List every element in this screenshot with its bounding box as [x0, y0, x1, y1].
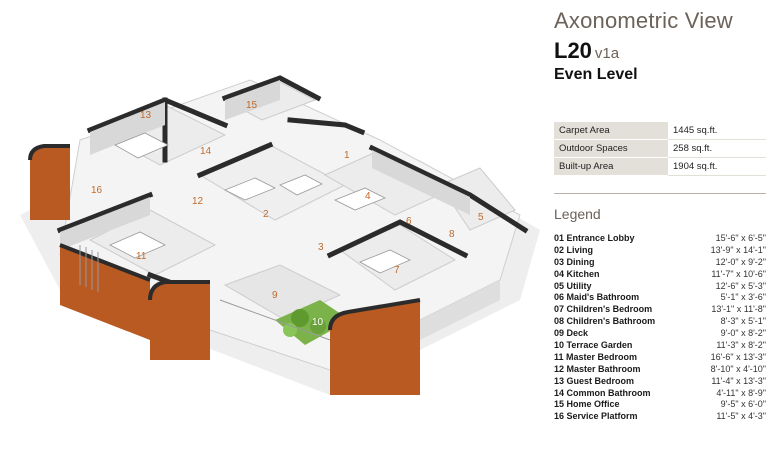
room-dimension: 13'-1" x 11'-8": [711, 304, 766, 315]
room-name: 05 Utility: [554, 280, 592, 291]
list-item: 03 Dining 12'-0" x 9'-2": [554, 257, 768, 269]
cladding: [28, 144, 421, 395]
slab-edge: [420, 280, 500, 340]
room-name: 04 Kitchen: [554, 268, 600, 279]
room-label-15: 15: [246, 100, 258, 111]
divider: [554, 193, 766, 194]
plant: [310, 318, 326, 334]
area-label: Built-up Area: [554, 157, 668, 176]
room-name: 16 Service Platform: [554, 411, 638, 422]
list-item: 04 Kitchen 11'-7" x 10'-6": [554, 269, 768, 281]
legend-title: Legend: [554, 206, 601, 222]
list-item: 13 Guest Bedroom 11'-4" x 13'-3": [554, 376, 768, 388]
room-dimension: 11'-7" x 10'-6": [711, 268, 766, 279]
room-dimension: 11'-3" x 8'-2": [716, 340, 766, 351]
room-label-7: 7: [394, 265, 400, 276]
unit-code: L20: [554, 38, 592, 63]
level-label: Even Level: [554, 66, 638, 83]
room-name: 14 Common Bathroom: [554, 387, 651, 398]
area-value: 258 sq.ft.: [668, 139, 766, 158]
list-item: 09 Deck 9'-0" x 8'-2": [554, 328, 768, 340]
wall-faces: [60, 80, 470, 250]
area-row: Built-up Area 1904 sq.ft.: [554, 157, 766, 176]
room-name: 08 Children's Bathroom: [554, 316, 656, 327]
room-name: 09 Deck: [554, 328, 589, 339]
list-item: 10 Terrace Garden 11'-3" x 8'-2": [554, 340, 768, 352]
list-item: 06 Maid's Bathroom 5'-1" x 3'-6": [554, 292, 768, 304]
list-item: 08 Children's Bathroom 8'-3" x 5'-1": [554, 316, 768, 328]
furniture: [109, 132, 411, 274]
room-label-9: 9: [272, 290, 278, 301]
area-label: Outdoor Spaces: [554, 139, 668, 158]
room-dimension: 16'-6" x 13'-3": [710, 351, 766, 362]
room-label-3: 3: [318, 242, 324, 253]
room-label-12: 12: [192, 196, 204, 207]
room-label-10: 10: [312, 317, 324, 328]
area-value: 1445 sq.ft.: [668, 122, 766, 140]
room-label-5: 5: [478, 212, 484, 223]
room-label-6: 6: [406, 216, 412, 227]
room-label-4: 4: [365, 191, 371, 202]
room-name: 10 Terrace Garden: [554, 340, 633, 351]
room-label-1: 1: [344, 150, 350, 161]
room-name: 12 Master Bathroom: [554, 363, 641, 374]
room-name: 01 Entrance Lobby: [554, 233, 635, 243]
room-dimension: 15'-6" x 6'-5": [715, 233, 766, 243]
room-dimension: 12'-0" x 9'-2": [715, 256, 766, 267]
room-name: 15 Home Office: [554, 399, 620, 410]
area-row: Carpet Area 1445 sq.ft.: [554, 122, 766, 140]
list-item: 07 Children's Bedroom 13'-1" x 11'-8": [554, 304, 768, 316]
room-labels: 1 2 3 4 5 6 7 8 9 10 11 12 13 14 15 16: [91, 100, 484, 328]
room-dimension: 13'-9" x 14'-1": [710, 244, 766, 255]
room-label-13: 13: [140, 110, 152, 121]
room-label-11: 11: [136, 251, 147, 262]
room-dimension: 11'-5" x 4'-3": [716, 411, 766, 422]
list-item: 14 Common Bathroom 4'-11" x 8'-9": [554, 388, 768, 400]
room-dimension: 11'-4" x 13'-3": [711, 375, 766, 386]
unit-variant: v1a: [594, 45, 620, 62]
room-label-14: 14: [200, 146, 212, 157]
room-dimension: 12'-6" x 5'-3": [715, 280, 766, 291]
list-item: 12 Master Bathroom 8'-10" x 4'-10": [554, 364, 768, 376]
area-table: Carpet Area 1445 sq.ft. Outdoor Spaces 2…: [554, 122, 766, 176]
room-dimension: 9'-5" x 6'-0": [720, 399, 766, 410]
room-label-16: 16: [91, 185, 103, 196]
room-dimension: 5'-1" x 3'-6": [720, 292, 766, 303]
list-item: 05 Utility 12'-6" x 5'-3": [554, 281, 768, 293]
room-dimension: 4'-11" x 8'-9": [716, 387, 766, 398]
list-item: 16 Service Platform 11'-5" x 4'-3": [554, 411, 768, 423]
room-label-2: 2: [263, 209, 269, 220]
view-title: Axonometric View: [554, 8, 733, 33]
area-row: Outdoor Spaces 258 sq.ft.: [554, 139, 766, 158]
plant: [291, 309, 309, 327]
room-name: 03 Dining: [554, 256, 595, 267]
list-item: 02 Living 13'-9" x 14'-1": [554, 245, 768, 257]
list-item: 15 Home Office 9'-5" x 6'-0": [554, 399, 768, 411]
list-item: 11 Master Bedroom 16'-6" x 13'-3": [554, 352, 768, 364]
list-item: 01 Entrance Lobby 15'-6" x 6'-5": [554, 233, 768, 245]
room-name: 11 Master Bedroom: [554, 351, 638, 362]
room-label-8: 8: [449, 229, 455, 240]
room-name: 07 Children's Bedroom: [554, 304, 653, 315]
room-dimension: 8'-3" x 5'-1": [720, 316, 766, 327]
railing: [79, 245, 331, 341]
room-dimension: 8'-10" x 4'-10": [710, 363, 766, 374]
room-name: 02 Living: [554, 244, 594, 255]
axonometric-floor-plan: 1 2 3 4 5 6 7 8 9 10 11 12 13 14 15 16: [20, 75, 540, 395]
area-label: Carpet Area: [554, 122, 668, 140]
room-dimension: 9'-0" x 8'-2": [720, 328, 766, 339]
room-name: 13 Guest Bedroom: [554, 375, 635, 386]
legend-list: 01 Entrance Lobby 15'-6" x 6'-5" 02 Livin…: [554, 233, 768, 423]
room-name: 06 Maid's Bathroom: [554, 292, 640, 303]
area-value: 1904 sq.ft.: [668, 157, 766, 176]
